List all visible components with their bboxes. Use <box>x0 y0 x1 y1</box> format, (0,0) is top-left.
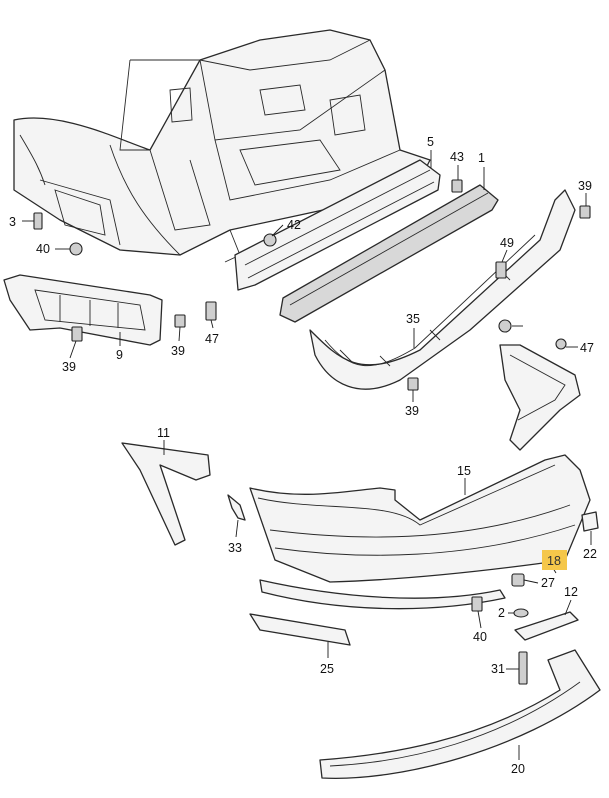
cap-22 <box>581 511 599 532</box>
callout-39-lower: 40 <box>473 630 487 644</box>
diffuser-20 <box>319 649 601 779</box>
callout-27: 27 <box>541 576 555 590</box>
callout-40-right: 42 <box>287 218 301 232</box>
mounting-bracket-35 <box>309 189 576 390</box>
callout-25: 25 <box>320 662 334 676</box>
guide-strip <box>259 579 506 610</box>
callout-31: 31 <box>491 662 505 676</box>
callout-1: 2 <box>498 606 505 620</box>
callout-42: 43 <box>450 150 464 164</box>
callout-12: 12 <box>564 585 578 599</box>
callout-33: 33 <box>228 541 242 555</box>
callout-39-top-right: 39 <box>578 179 592 193</box>
impact-bar-5 <box>234 159 441 291</box>
callout-20: 20 <box>511 762 525 776</box>
callout-11: 11 <box>157 426 170 440</box>
leader-lines <box>22 150 592 760</box>
callout-15: 15 <box>457 464 471 478</box>
bracket-12 <box>514 611 579 641</box>
lower-trim-25 <box>249 613 351 646</box>
callout-39-mid-left: 39 <box>171 344 185 358</box>
highlight-box-18 <box>542 550 567 570</box>
callout-2: 1 <box>478 151 485 165</box>
energy-absorber-2 <box>279 184 499 323</box>
fasteners <box>33 179 591 685</box>
callout-labels: 3 40 42 5 43 1 39 49 47 35 39 39 9 39 47… <box>9 135 597 776</box>
callout-3: 3 <box>9 215 16 229</box>
callout-39-left: 39 <box>62 360 76 374</box>
side-bracket-9 <box>3 274 163 346</box>
callout-22: 22 <box>583 547 597 561</box>
side-guide-right <box>499 344 581 451</box>
bumper-cover-15 <box>249 454 591 583</box>
callout-43: 47 <box>580 341 594 355</box>
callout-35: 35 <box>406 312 420 326</box>
callout-47-left: 47 <box>205 332 219 346</box>
callout-9: 9 <box>116 348 123 362</box>
callout-18: 18 <box>547 554 561 568</box>
callout-47-right: 49 <box>500 236 514 250</box>
callout-5: 5 <box>427 135 434 149</box>
callout-40-left: 40 <box>36 242 50 256</box>
vehicle-rear-body <box>13 29 431 263</box>
clip-33 <box>227 494 246 521</box>
trim-strip-11 <box>121 442 211 546</box>
callout-39-center: 39 <box>405 404 419 418</box>
